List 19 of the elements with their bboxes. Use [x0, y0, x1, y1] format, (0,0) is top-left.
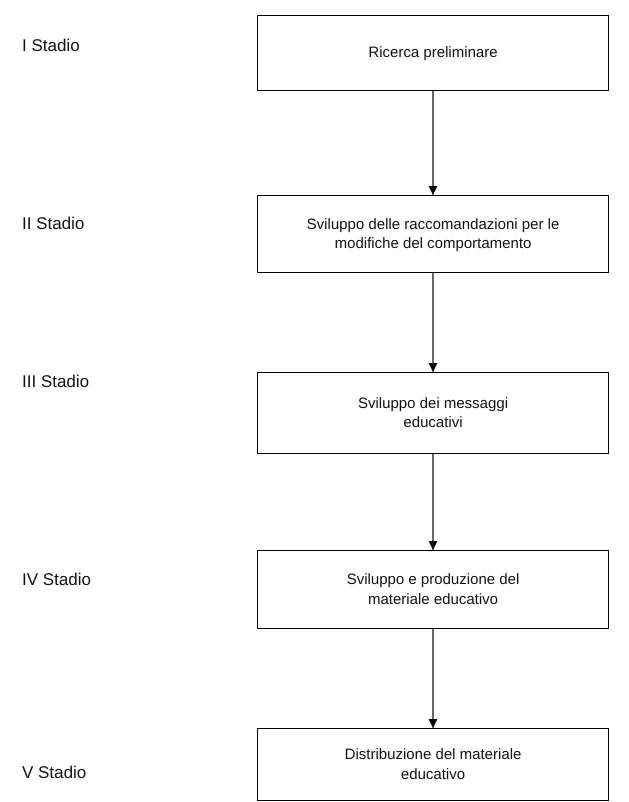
box-label: Sviluppo delle raccomandazioni per le modifiche del comportamento — [306, 214, 560, 254]
arrow — [428, 629, 438, 728]
process-box — [257, 15, 609, 91]
stage-label: I Stadio — [22, 36, 80, 56]
box-label: Distribuzione del materiale educativo — [344, 745, 522, 784]
process-box — [257, 372, 609, 454]
box-label: Sviluppo dei messaggi educativi — [356, 394, 510, 432]
box-label: Sviluppo e produzione del materiale educativo — [346, 570, 520, 609]
process-box — [257, 550, 609, 629]
stage-label: III Stadio — [22, 372, 90, 392]
stage-label: V Stadio — [22, 763, 86, 783]
arrow — [428, 273, 438, 372]
process-box — [257, 195, 609, 273]
process-box — [257, 728, 609, 801]
box-label: Ricerca preliminare — [368, 43, 498, 63]
arrow — [428, 454, 438, 550]
arrow — [428, 91, 438, 195]
stage-label: II Stadio — [22, 214, 84, 234]
stage-label: IV Stadio — [22, 570, 91, 590]
